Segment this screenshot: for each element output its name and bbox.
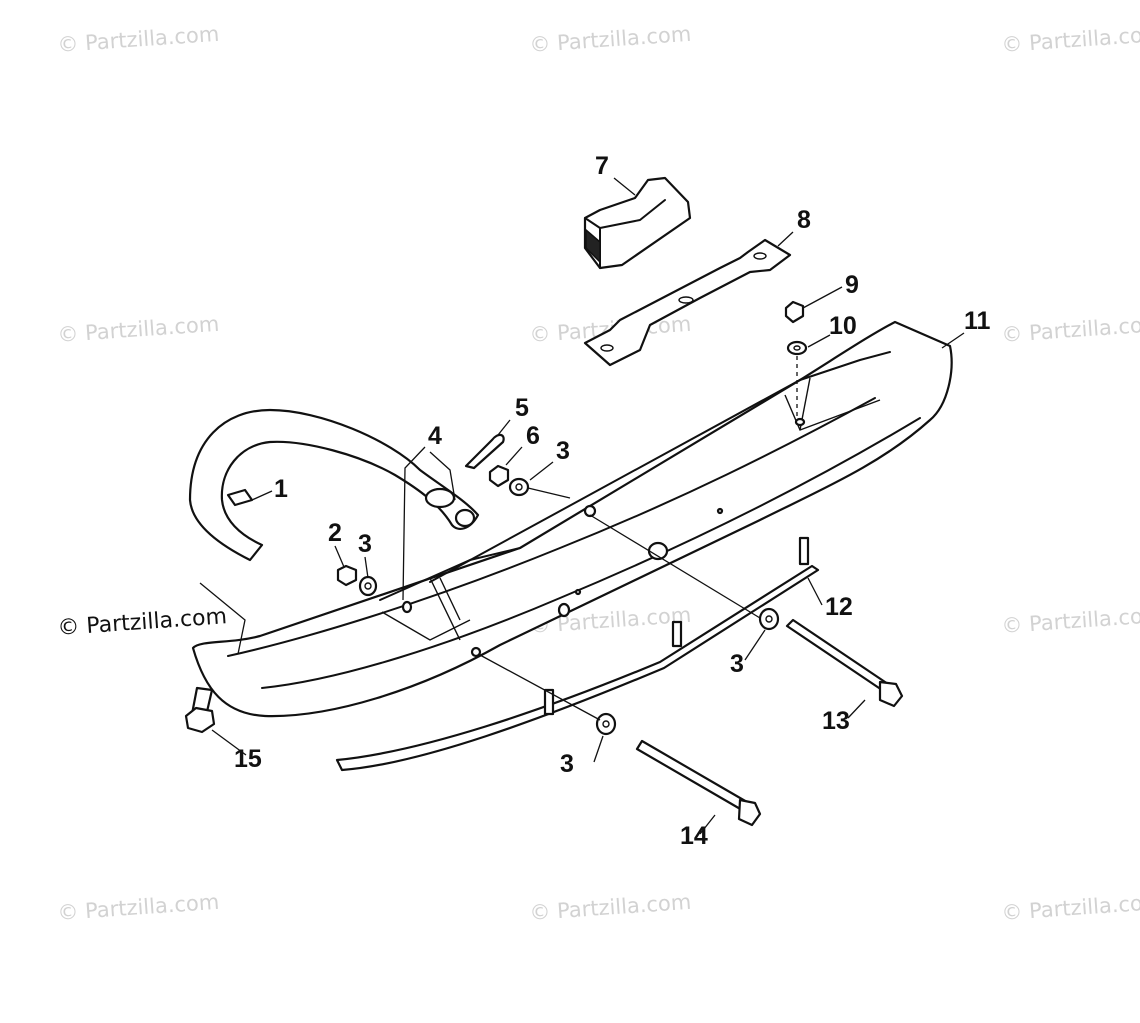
part-11-ski[interactable] (191, 320, 953, 718)
part-3-washer-a[interactable] (358, 575, 378, 597)
part-1-clip[interactable] (226, 488, 254, 507)
part-6-castle-nut[interactable] (488, 464, 510, 488)
callout-c3a[interactable]: 3 (358, 530, 372, 558)
part-3-washer-c[interactable] (758, 607, 780, 631)
callout-c7[interactable]: 7 (595, 152, 609, 180)
watermark-text: © Partzilla.com (57, 312, 220, 347)
watermark-text: © Partzilla.com (1001, 22, 1140, 57)
callout-c5[interactable]: 5 (515, 394, 529, 422)
callout-c9[interactable]: 9 (845, 271, 859, 299)
watermark-text: © Partzilla.com (1001, 603, 1140, 638)
callout-c10[interactable]: 10 (829, 312, 857, 340)
watermark-text: © Partzilla.com (529, 22, 692, 57)
callout-c6[interactable]: 6 (526, 422, 540, 450)
watermark-text-prominent: © Partzilla.com (57, 604, 228, 641)
part-5-cotter-pin[interactable] (464, 433, 505, 470)
watermark-text: © Partzilla.com (1001, 890, 1140, 925)
callout-c3b[interactable]: 3 (556, 437, 570, 465)
part-9-nut[interactable] (784, 300, 805, 324)
watermark-text: © Partzilla.com (529, 890, 692, 925)
callout-c13[interactable]: 13 (822, 707, 850, 735)
watermark-dark: © Partzilla.com (57, 604, 228, 641)
callout-c11[interactable]: 11 (964, 307, 991, 335)
part-10-washer[interactable] (786, 340, 808, 356)
callout-c12[interactable]: 12 (825, 593, 853, 621)
callout-c8[interactable]: 8 (797, 206, 811, 234)
part-3-washer-b[interactable] (508, 477, 530, 497)
part-2-nut[interactable] (336, 564, 358, 587)
part-14-bolt[interactable] (635, 739, 762, 827)
callout-c1[interactable]: 1 (274, 475, 288, 503)
callout-c3d[interactable]: 3 (560, 750, 574, 778)
part-3-washer-d[interactable] (595, 712, 617, 736)
callout-c3c[interactable]: 3 (730, 650, 744, 678)
part-8-bracket[interactable] (583, 238, 792, 367)
watermark-text: © Partzilla.com (57, 890, 220, 925)
callout-c2[interactable]: 2 (328, 519, 342, 547)
part-13-bolt[interactable] (785, 618, 904, 708)
callout-c15[interactable]: 15 (234, 745, 262, 773)
part-15-flange-bolt[interactable] (184, 686, 216, 734)
part-4-handle[interactable] (188, 408, 480, 562)
watermark-text: © Partzilla.com (1001, 312, 1140, 347)
part-7-wear-pad[interactable] (583, 176, 692, 270)
part-12-wear-bar[interactable] (335, 536, 820, 772)
callout-c4[interactable]: 4 (428, 422, 442, 450)
callout-c14[interactable]: 14 (680, 822, 708, 850)
leader-lines (199, 177, 965, 835)
watermark-text: © Partzilla.com (57, 22, 220, 57)
